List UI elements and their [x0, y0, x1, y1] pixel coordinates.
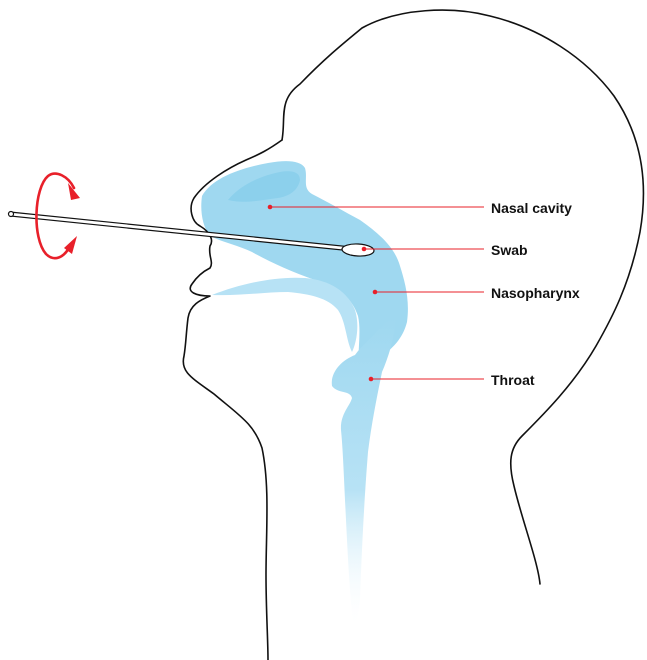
label-throat: Throat [491, 372, 535, 388]
label-swab: Swab [491, 242, 528, 258]
palate-region [212, 278, 357, 352]
throat-region [332, 318, 396, 630]
label-nasopharynx: Nasopharynx [491, 285, 580, 301]
airway [201, 161, 408, 630]
leader-dot-nasal-cavity [268, 205, 273, 210]
leader-dot-nasopharynx [373, 290, 378, 295]
label-nasal-cavity: Nasal cavity [491, 200, 572, 216]
leader-dot-throat [369, 377, 374, 382]
leader-dot-swab [362, 247, 367, 252]
